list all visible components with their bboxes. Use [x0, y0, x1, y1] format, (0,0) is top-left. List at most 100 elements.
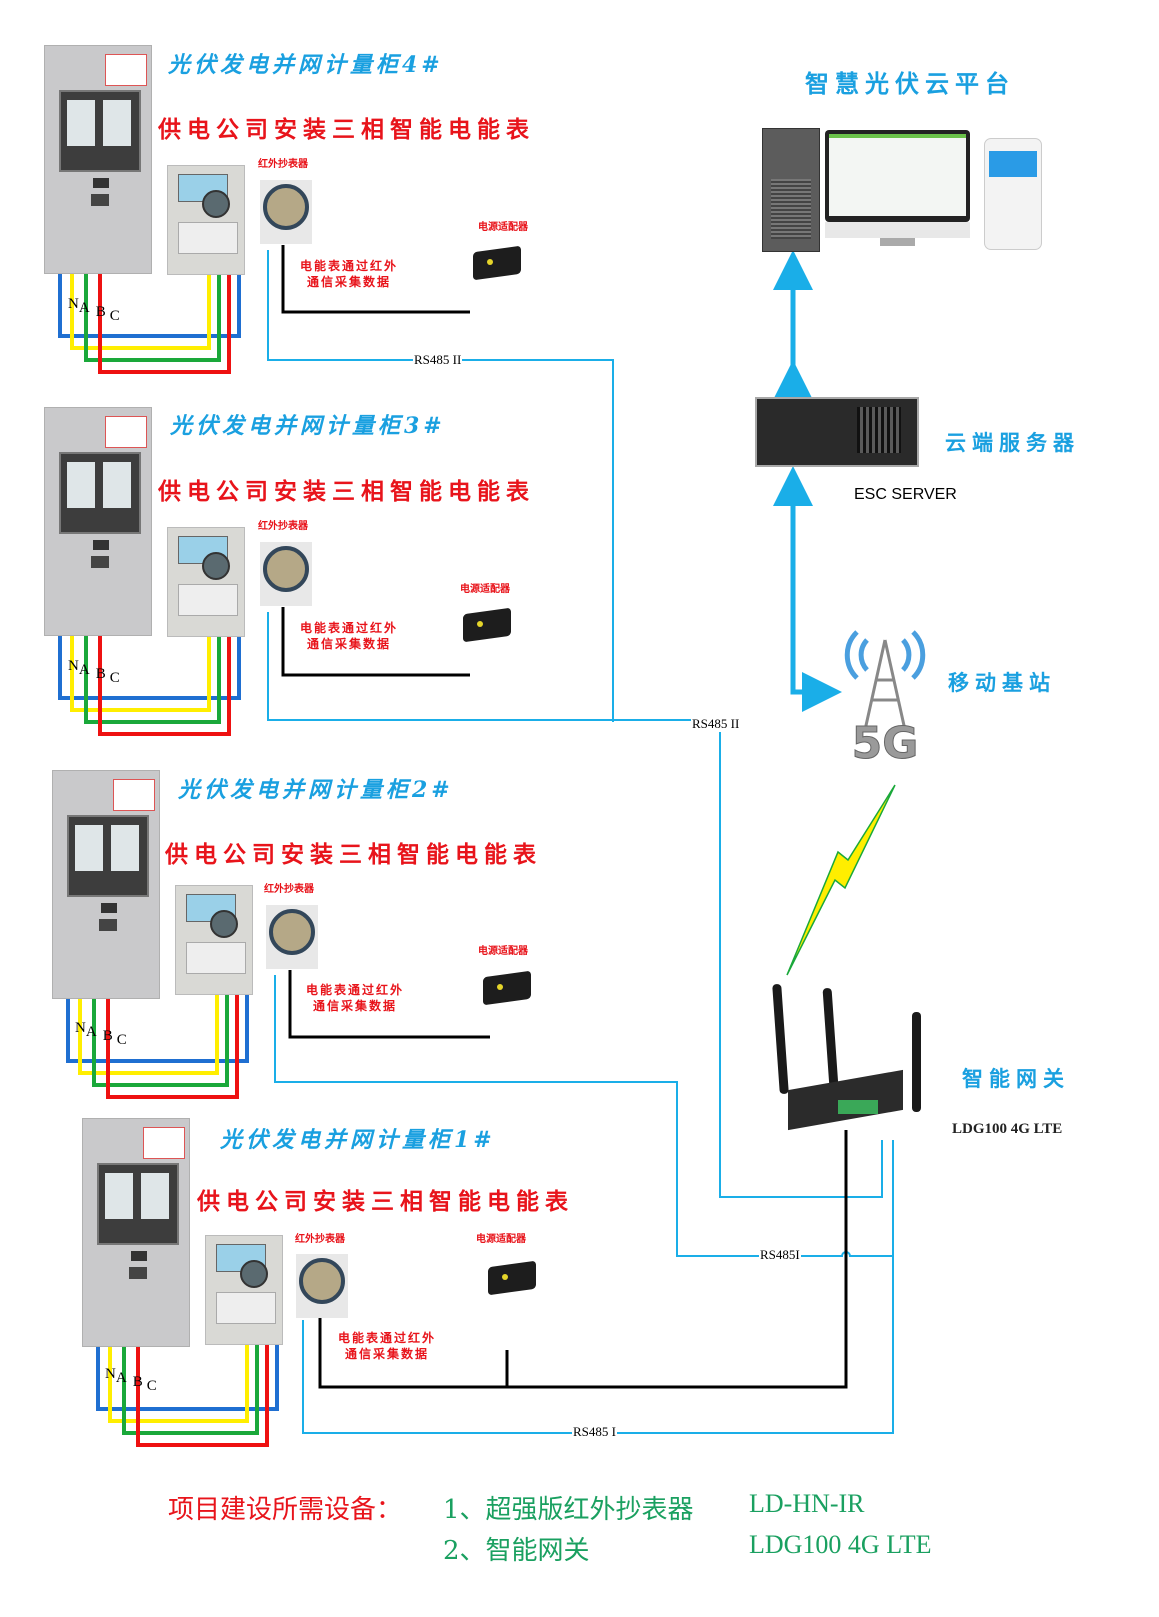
- smart-meter-image: [175, 885, 253, 995]
- rs485-line-cab2: [274, 975, 894, 1257]
- phase-b-wire: [84, 272, 221, 362]
- meter-label: 供电公司安装三相智能电能表: [197, 1188, 574, 1215]
- metering-cabinet-image: [52, 770, 160, 999]
- metering-cabinet-image: [44, 45, 152, 274]
- rack-server-image: [755, 397, 919, 467]
- phase-c-wire: [98, 272, 231, 374]
- metering-cabinet-image: [44, 407, 152, 636]
- rs485-ii-label-top: RS485 II: [413, 352, 463, 368]
- phase-a-label: A: [78, 300, 90, 316]
- phase-a-label: A: [115, 1370, 127, 1386]
- equipment-item-2: 2、智能网关: [443, 1530, 590, 1567]
- equipment-list: 项目建设所需设备：: [168, 1489, 402, 1526]
- desktop-monitor-image: [825, 130, 970, 246]
- note-line: 电能表通过红外: [300, 259, 399, 273]
- ir-reader-image: [260, 542, 312, 606]
- ir-communication-note: 电能表通过红外 通信采集数据: [306, 982, 404, 1014]
- smart-meter-image: [167, 165, 245, 275]
- phase-n-label: N: [68, 658, 79, 674]
- base-station-label: 移动基站: [948, 670, 1056, 695]
- cabinet-title: 光伏发电并网计量柜1#: [220, 1127, 496, 1153]
- probe-cables: [281, 245, 848, 1389]
- note-line: 电能表通过红外: [306, 983, 405, 997]
- note-line: 电能表通过红外: [338, 1331, 437, 1345]
- ir-reader-image: [260, 180, 312, 244]
- ir-communication-note: 电能表通过红外 通信采集数据: [338, 1330, 436, 1362]
- ir-reader-label: 红外抄表器: [258, 521, 308, 532]
- power-adapter-image: [470, 1250, 580, 1320]
- phase-c-label: C: [116, 1032, 127, 1048]
- rs485-ii-label-mid: RS485 II: [691, 716, 741, 732]
- phase-a-label: A: [85, 1024, 97, 1040]
- phase-n-wire: [66, 993, 249, 1063]
- phase-b-label: B: [102, 1028, 113, 1044]
- rs485-i-label-bottom: RS485 I: [572, 1424, 617, 1440]
- equipment-model-1: LD-HN-IR: [749, 1489, 865, 1518]
- cabinet-title: 光伏发电并网计量柜2#: [178, 777, 454, 803]
- phase-c-label: C: [109, 670, 120, 686]
- gateway-model: LDG100 4G LTE: [952, 1121, 1063, 1137]
- phase-n-label: N: [68, 296, 79, 312]
- gateway-device-image: [770, 980, 930, 1131]
- ir-communication-note: 电能表通过红外 通信采集数据: [300, 258, 398, 290]
- ir-reader-label: 红外抄表器: [264, 884, 314, 895]
- server-label: 云端服务器: [945, 430, 1080, 455]
- phase-a-wire: [108, 1343, 249, 1423]
- power-adapter-image: [455, 235, 565, 305]
- metering-cabinet-image: [82, 1118, 190, 1347]
- phase-n-label: N: [75, 1020, 86, 1036]
- antenna-tower-icon: 5G: [844, 630, 926, 770]
- phase-n-wire: [58, 634, 241, 700]
- 5g-base-station-image: 5G: [837, 620, 933, 770]
- tower-server-image: [762, 128, 820, 252]
- meter-label: 供电公司安装三相智能电能表: [158, 116, 535, 143]
- note-line: 通信采集数据: [313, 999, 398, 1013]
- rs485-i-label-mid: RS485I: [759, 1247, 801, 1263]
- phase-c-wire: [106, 993, 239, 1099]
- equipment-index: 1、: [443, 1495, 486, 1525]
- note-line: 通信采集数据: [345, 1347, 430, 1361]
- cloud-arrows: [773, 250, 842, 712]
- wireless-signal-bolt: [786, 784, 896, 976]
- power-adapter-label: 电源适配器: [460, 584, 510, 595]
- ir-reader-label: 红外抄表器: [258, 159, 308, 170]
- phase-n-wire: [96, 1343, 279, 1411]
- equipment-heading: 项目建设所需设备：: [168, 1495, 403, 1525]
- phase-n-wire: [58, 272, 241, 338]
- platform-title: 智慧光伏云平台: [805, 69, 1015, 98]
- ir-communication-note: 电能表通过红外 通信采集数据: [300, 620, 398, 652]
- equipment-item-1: 1、超强版红外抄表器: [443, 1489, 694, 1526]
- power-adapter-label: 电源适配器: [478, 222, 528, 233]
- phase-a-wire: [70, 634, 211, 712]
- phase-a-wire: [70, 272, 211, 350]
- cabinet-title: 光伏发电并网计量柜3#: [170, 413, 446, 439]
- phase-c-wire: [98, 634, 231, 736]
- smart-meter-image: [205, 1235, 283, 1345]
- phase-c-wire: [136, 1343, 269, 1447]
- note-line: 电能表通过红外: [300, 621, 399, 635]
- ir-reader-label: 红外抄表器: [295, 1234, 345, 1245]
- equipment-model-2: LDG100 4G LTE: [749, 1530, 932, 1559]
- phase-b-label: B: [95, 666, 106, 682]
- 5g-badge: 5G: [852, 718, 919, 769]
- equipment-name: 智能网关: [485, 1536, 590, 1566]
- power-adapter-label: 电源适配器: [478, 946, 528, 957]
- meter-label: 供电公司安装三相智能电能表: [165, 841, 542, 868]
- rs485-line-cab3: [267, 612, 883, 1198]
- equipment-index: 2、: [443, 1536, 486, 1566]
- cabinet-title: 光伏发电并网计量柜4#: [168, 52, 444, 78]
- server-name: ESC SERVER: [854, 486, 957, 503]
- ir-reader-image: [296, 1254, 348, 1318]
- gateway-label: 智能网关: [962, 1066, 1070, 1091]
- equipment-name: 超强版红外抄表器: [485, 1495, 694, 1525]
- phase-b-wire: [122, 1343, 259, 1435]
- phase-c-label: C: [109, 308, 120, 324]
- phase-n-label: N: [105, 1366, 116, 1382]
- phase-b-wire: [84, 634, 221, 724]
- power-adapter-image: [445, 597, 555, 667]
- phase-b-label: B: [132, 1374, 143, 1390]
